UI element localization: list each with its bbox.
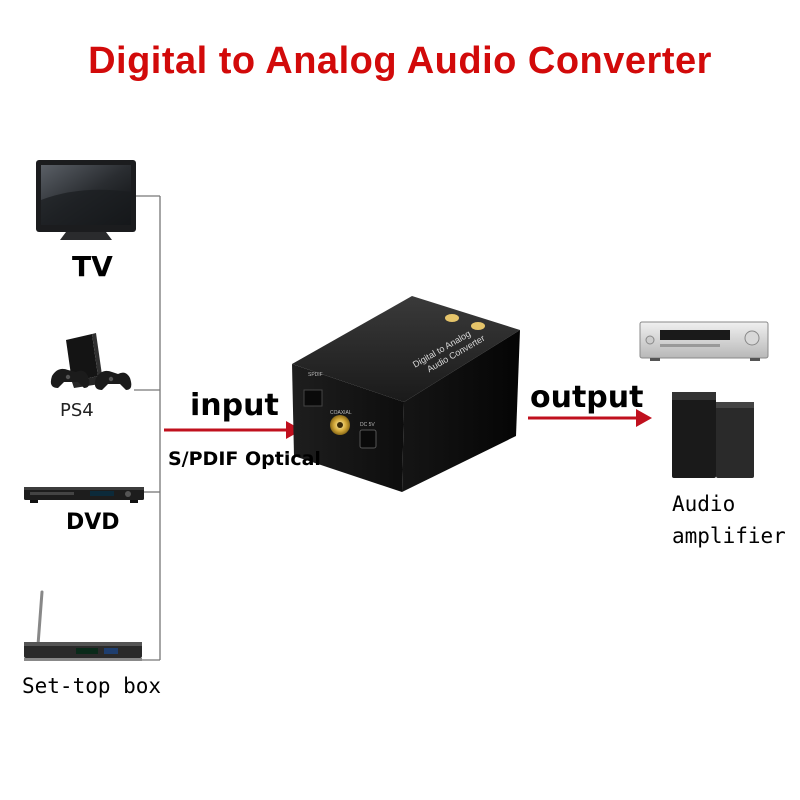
port-coaxial-label: COAXIAL (330, 410, 352, 416)
ps4-icon (50, 333, 132, 390)
receiver-icon (639, 321, 769, 361)
port-power-label: DC 5V (360, 422, 375, 428)
amplifier-label-line2: amplifier (672, 524, 786, 548)
speakers-icon (672, 392, 754, 478)
converter-device-icon (292, 296, 520, 492)
input-type-label: S/PDIF Optical (168, 448, 321, 470)
ps4-label: PS4 (60, 400, 94, 421)
dvd-player-icon (24, 487, 144, 503)
port-optical-label: SPDIF (308, 372, 323, 378)
amplifier-label-line1: Audio (672, 492, 736, 516)
source-bracket (118, 195, 161, 661)
tv-label: TV (72, 250, 113, 283)
set-top-box-label: Set-top box (22, 674, 162, 698)
dvd-label: DVD (66, 510, 120, 535)
output-arrow (528, 409, 652, 427)
page-title: Digital to Analog Audio Converter (88, 40, 712, 82)
output-label: output (530, 380, 644, 415)
input-label: input (190, 388, 279, 423)
set-top-box-icon (24, 590, 142, 661)
tv-icon (36, 160, 136, 240)
input-arrow (164, 421, 302, 439)
